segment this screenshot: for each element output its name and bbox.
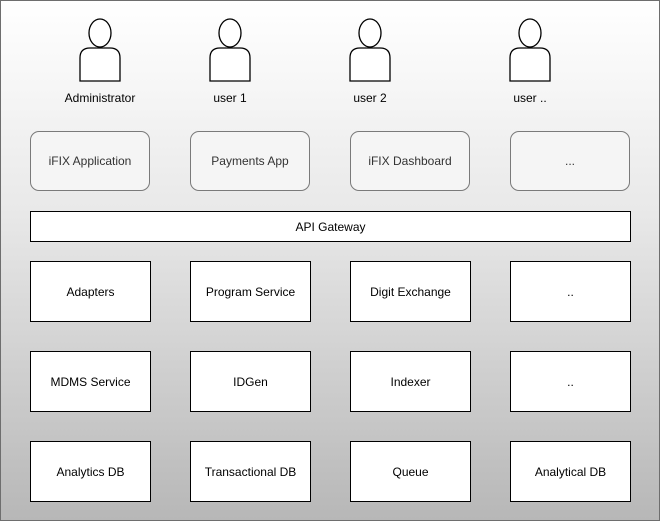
store-analytical-db: Analytical DB (510, 441, 631, 502)
store-queue: Queue (350, 441, 471, 502)
store-transactional-db: Transactional DB (190, 441, 311, 502)
actor-label: user .. (513, 91, 547, 105)
service-more: .. (510, 261, 631, 322)
actor-administrator: Administrator (65, 4, 135, 105)
service-idgen: IDGen (190, 351, 311, 412)
app-ifix-application: iFIX Application (30, 131, 150, 191)
actor-label: Administrator (64, 91, 136, 105)
service-program: Program Service (190, 261, 311, 322)
person-icon (349, 18, 391, 82)
service-digit-exchange: Digit Exchange (350, 261, 471, 322)
actor-label: user 2 (353, 91, 387, 105)
person-icon (79, 18, 121, 82)
app-payments: Payments App (190, 131, 310, 191)
app-more: ... (510, 131, 630, 191)
person-icon (509, 18, 551, 82)
actor-user-1: user 1 (200, 4, 260, 105)
service-more-2: .. (510, 351, 631, 412)
person-icon (209, 18, 251, 82)
app-ifix-dashboard: iFIX Dashboard (350, 131, 470, 191)
actor-label: user 1 (213, 91, 247, 105)
service-indexer: Indexer (350, 351, 471, 412)
service-adapters: Adapters (30, 261, 151, 322)
store-analytics-db: Analytics DB (30, 441, 151, 502)
actor-user-2: user 2 (340, 4, 400, 105)
actor-user-other: user .. (500, 4, 560, 105)
api-gateway: API Gateway (30, 211, 631, 242)
service-mdms: MDMS Service (30, 351, 151, 412)
